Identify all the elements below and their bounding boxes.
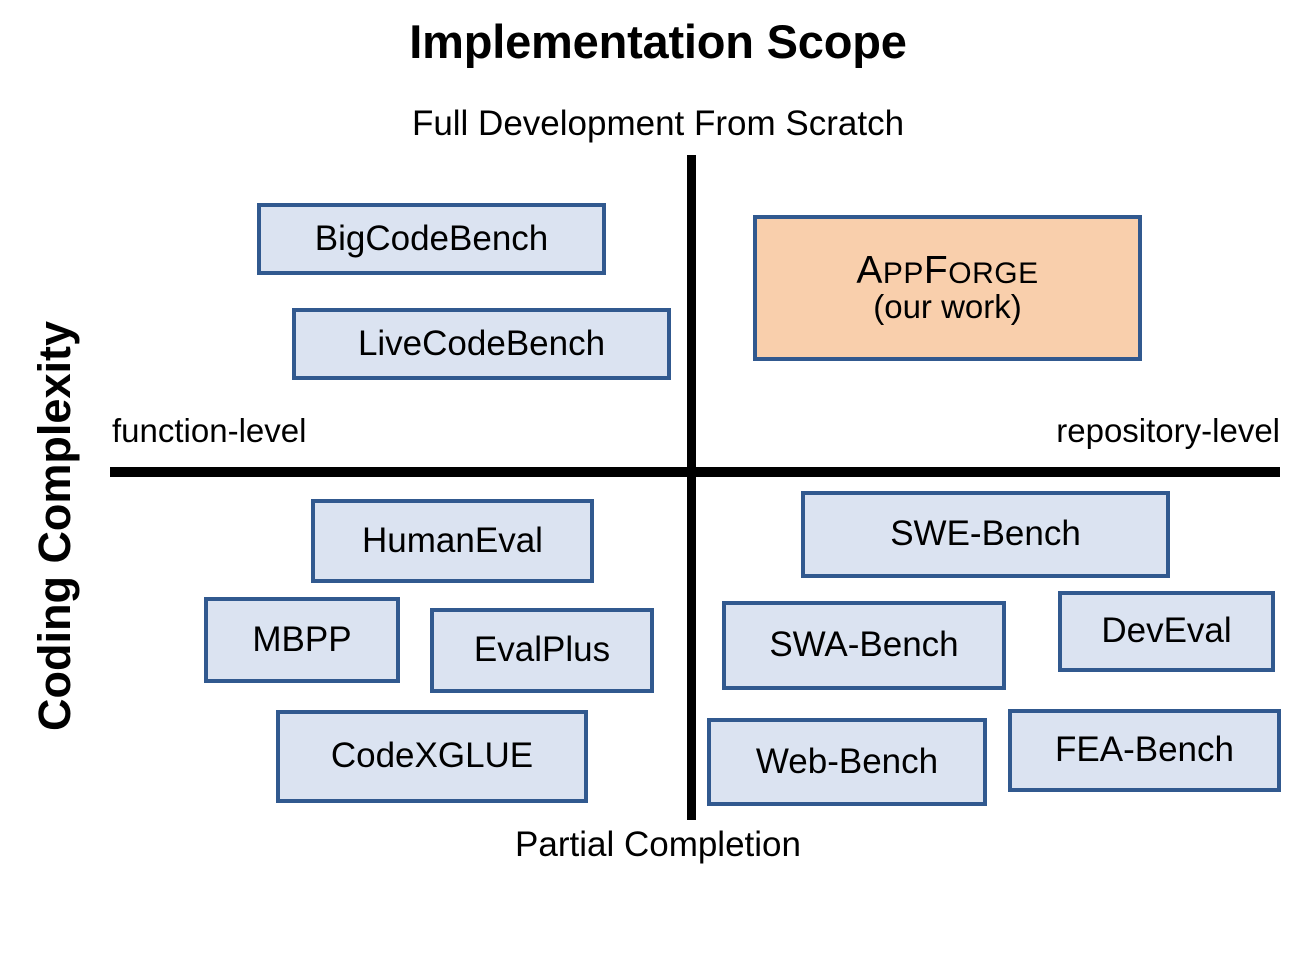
bench-box-humaneval[interactable]: HumanEval bbox=[311, 499, 594, 583]
bench-box-web-bench[interactable]: Web-Bench bbox=[707, 718, 987, 806]
appforge-smallcap-pp: PP bbox=[882, 257, 924, 291]
page-title: Implementation Scope bbox=[409, 15, 907, 68]
vertical-axis-line bbox=[687, 155, 696, 820]
appforge-smallcap-orge: ORGE bbox=[948, 257, 1039, 291]
bench-box-livecodebench[interactable]: LiveCodeBench bbox=[292, 308, 671, 380]
bench-box-appforge[interactable]: APPFORGE (our work) bbox=[753, 215, 1142, 361]
y-axis-label: Coding Complexity bbox=[29, 321, 80, 732]
bench-box-appforge-subtitle: (our work) bbox=[873, 288, 1022, 326]
bench-box-swe-bench[interactable]: SWE-Bench bbox=[801, 491, 1170, 578]
bottom-axis-label: Partial Completion bbox=[515, 825, 801, 864]
x-axis-right-label: repository-level bbox=[1056, 412, 1280, 449]
bench-box-evalplus[interactable]: EvalPlus bbox=[430, 608, 654, 693]
appforge-cap-a: A bbox=[856, 249, 883, 293]
bench-box-appforge-title: APPFORGE bbox=[856, 249, 1039, 293]
bench-box-swa-bench[interactable]: SWA-Bench bbox=[722, 601, 1006, 690]
bench-box-bigcodebench[interactable]: BigCodeBench bbox=[257, 203, 606, 275]
top-axis-label: Full Development From Scratch bbox=[411, 104, 905, 143]
bench-box-codexglue[interactable]: CodeXGLUE bbox=[276, 710, 588, 803]
bench-box-fea-bench[interactable]: FEA-Bench bbox=[1008, 709, 1281, 792]
x-axis-left-label: function-level bbox=[112, 412, 307, 449]
bench-box-mbpp[interactable]: MBPP bbox=[204, 597, 400, 683]
bench-box-deveval[interactable]: DevEval bbox=[1058, 591, 1275, 672]
appforge-cap-f: F bbox=[923, 249, 949, 293]
